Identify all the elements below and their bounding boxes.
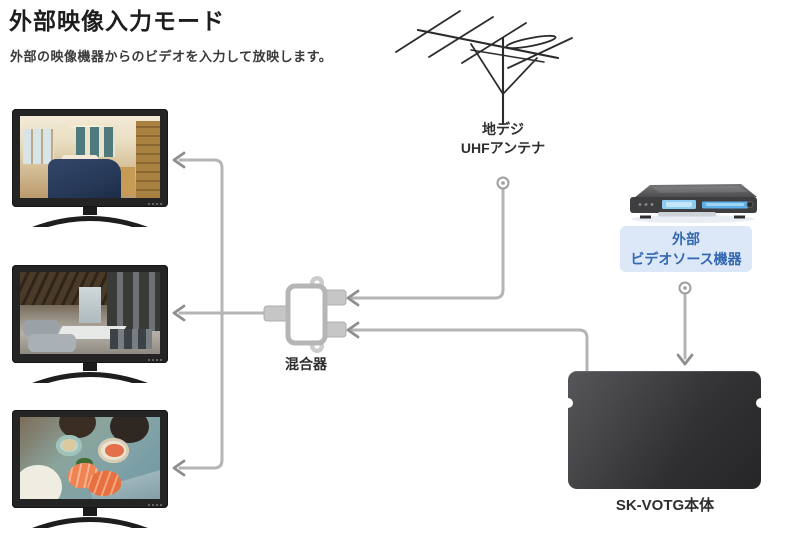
- arrow-into-mixer-2: [346, 321, 360, 339]
- arrow-into-tv1: [172, 151, 186, 169]
- monitor-stand-neck: [83, 207, 97, 215]
- monitor-stand-neck: [83, 508, 97, 516]
- antenna-label: 地デジ UHFアンテナ: [460, 121, 546, 156]
- page-subtitle: 外部の映像機器からのビデオを入力して放映します。: [10, 49, 333, 64]
- monitor-stand-base: [32, 216, 148, 227]
- monitor-buttons: [148, 202, 162, 205]
- monitor-stand-neck: [83, 363, 97, 371]
- monitor-1-screen-hotel-bedroom: [20, 116, 160, 198]
- arrow-into-mixer-1: [346, 289, 360, 307]
- arrow-into-tv2: [172, 304, 186, 322]
- arrow-into-unit: [676, 353, 694, 366]
- monitor-2: [12, 265, 168, 383]
- mixer-input-port-1: [321, 289, 347, 306]
- unit-mount-notch-left: [563, 398, 573, 408]
- source-connector-node: [678, 281, 692, 295]
- antenna-connector-node: [496, 176, 510, 190]
- monitor-3-screen-japanese-meal: [20, 417, 160, 499]
- monitor-buttons: [148, 358, 162, 361]
- page-title: 外部映像入力モード: [9, 8, 225, 34]
- mixer-body: [285, 283, 328, 346]
- arrow-into-tv3: [172, 459, 186, 477]
- rf-mixer-icon: [263, 276, 347, 353]
- main-unit-label: SK-VOTG本体: [615, 497, 715, 514]
- monitor-buttons: [148, 503, 162, 506]
- unit-mount-notch-right: [756, 398, 766, 408]
- cable-unit-to-mixer: [350, 328, 589, 373]
- sk-votg-unit: [563, 371, 766, 489]
- cable-antenna-to-mixer: [350, 187, 505, 300]
- monitor-2-screen-restaurant-lounge: [20, 272, 160, 354]
- mixer-output-port: [263, 305, 291, 322]
- monitor-1: [12, 109, 168, 227]
- monitor-stand-base: [32, 372, 148, 383]
- mixer-label: 混合器: [285, 356, 327, 372]
- uhf-antenna-icon: [395, 10, 573, 126]
- monitor-stand-base: [32, 517, 148, 528]
- cable-branch-tv1-tv3: [178, 158, 224, 470]
- mixer-input-port-2: [321, 321, 347, 338]
- monitor-3: [12, 410, 168, 528]
- video-player-icon: [630, 184, 757, 223]
- video-source-label: 外部 ビデオソース機器: [620, 226, 752, 272]
